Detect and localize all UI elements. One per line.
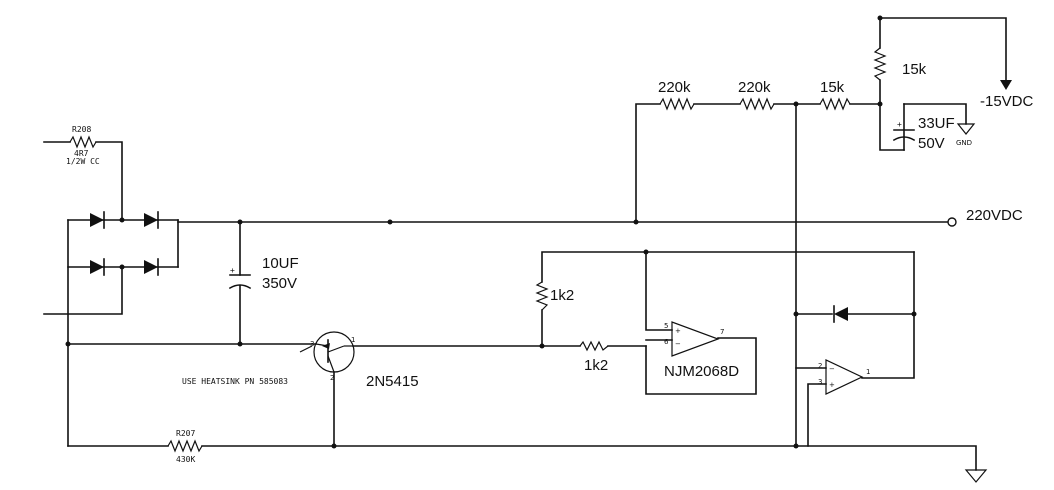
resistor-15k-horizontal xyxy=(819,97,851,111)
r208-ref-label: R208 xyxy=(72,125,91,134)
resistor-220k-b xyxy=(739,97,775,111)
resistor-r207 xyxy=(167,439,203,453)
opamp-njm2068d xyxy=(671,321,720,357)
junction-dots xyxy=(65,15,917,449)
u2-plus-label: + xyxy=(829,381,835,389)
u1-plus-label: + xyxy=(675,327,681,335)
diode-bridge xyxy=(90,211,159,276)
gnd-small-label: GND xyxy=(956,139,972,147)
u2-minus-label: − xyxy=(829,365,835,373)
heatsink-note: USE HEATSINK PN 585083 xyxy=(182,377,288,386)
cap-plus-label: + xyxy=(230,266,235,275)
r-220k-a-label: 220k xyxy=(658,79,691,96)
u1-pin-6-label: 6 xyxy=(664,338,669,346)
r-1k2-horizontal-label: 1k2 xyxy=(584,357,608,374)
r-220k-b-label: 220k xyxy=(738,79,771,96)
ground-symbol-main xyxy=(964,469,988,483)
transistor-label: 2N5415 xyxy=(366,373,419,390)
u1-pin-5-label: 5 xyxy=(664,322,668,330)
neg-supply-label: -15VDC xyxy=(980,93,1034,110)
resistor-220k-a xyxy=(659,97,695,111)
u1-minus-label: − xyxy=(675,340,681,348)
cap-350v-label: 350V xyxy=(262,275,297,292)
r208-value-label: 4R7 xyxy=(74,149,89,158)
hv-output-label: 220VDC xyxy=(966,207,1023,224)
u1-pin-7-label: 7 xyxy=(720,328,724,336)
transistor-2n5415 xyxy=(299,331,355,373)
wires xyxy=(43,17,1007,471)
cap-50v-label: 50V xyxy=(918,135,945,152)
resistor-r208 xyxy=(69,135,97,149)
cap-33uf-label: 33UF xyxy=(918,115,955,132)
r208-note-label: 1/2W CC xyxy=(66,157,100,166)
resistor-1k2-vertical xyxy=(535,281,549,311)
capacitor-33uf xyxy=(892,129,916,142)
u2-pin-3-label: 3 xyxy=(818,378,822,386)
u2-pin-2-label: 2 xyxy=(818,362,822,370)
r-1k2-vertical-label: 1k2 xyxy=(550,287,574,304)
cap-10uf-label: 10UF xyxy=(262,255,299,272)
r-15k-horizontal-label: 15k xyxy=(820,79,845,96)
resistor-1k2-horizontal xyxy=(579,340,609,352)
q-pin-1-label: 1 xyxy=(351,336,355,344)
arrow-icon xyxy=(1000,80,1012,90)
u2-pin-1-label: 1 xyxy=(866,368,870,376)
q-pin-2-label: 2 xyxy=(330,374,334,382)
r207-ref-label: R207 xyxy=(176,429,195,438)
r-15k-vertical-label: 15k xyxy=(902,61,927,78)
diode-feedback xyxy=(833,305,848,323)
capacitor-10uf xyxy=(228,274,252,290)
opamp-second xyxy=(825,359,864,395)
q-pin-3-label: 3 xyxy=(310,340,314,348)
opamp-name-label: NJM2068D xyxy=(664,363,739,380)
terminal-220vdc xyxy=(947,217,957,227)
cap-small-plus-label: + xyxy=(897,120,902,129)
resistor-15k-vertical xyxy=(873,47,887,81)
r207-value-label: 430K xyxy=(176,455,195,464)
ground-symbol-small xyxy=(956,123,976,135)
